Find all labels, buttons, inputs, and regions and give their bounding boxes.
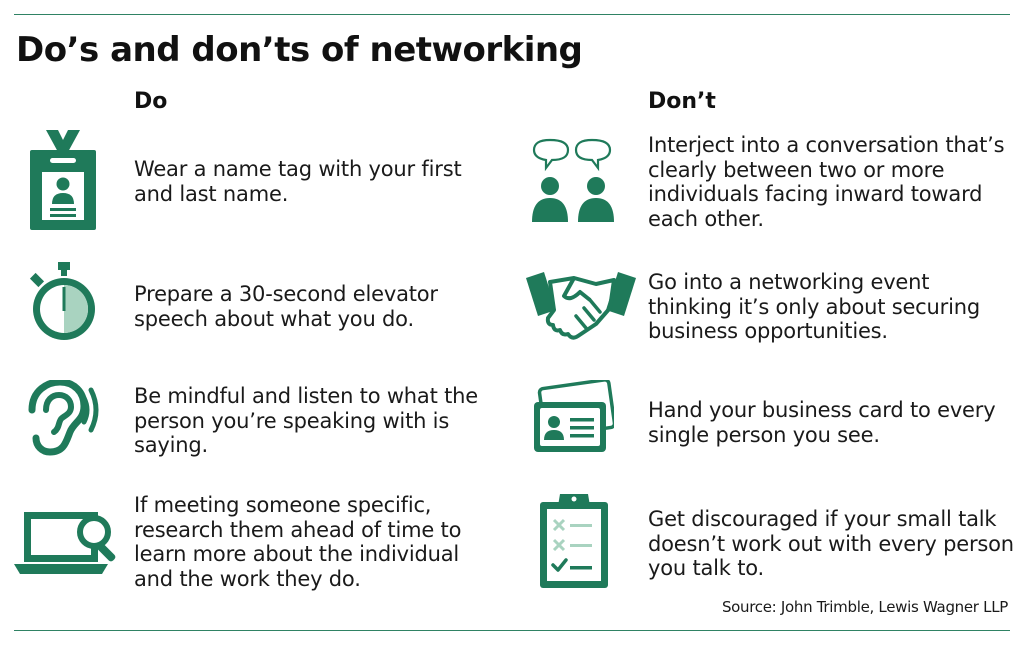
bottom-rule xyxy=(14,630,1010,631)
business-cards-icon xyxy=(530,380,614,458)
dont-item-1-text: Interject into a conversation that’s cle… xyxy=(648,133,1005,231)
dont-item-3-text: Hand your business card to every single … xyxy=(648,398,996,447)
name-badge-icon xyxy=(28,128,98,232)
source-credit: Source: John Trimble, Lewis Wagner LLP xyxy=(721,598,1008,616)
dont-column-heading: Don’t xyxy=(648,89,716,114)
top-rule xyxy=(14,14,1010,15)
two-people-chat-icon xyxy=(530,136,616,226)
do-column-heading: Do xyxy=(134,89,168,114)
do-item-3-text: Be mindful and listen to what the person… xyxy=(134,384,478,457)
ear-listening-icon xyxy=(24,380,104,456)
checklist-clipboard-icon xyxy=(536,492,612,590)
stopwatch-icon xyxy=(28,262,100,344)
do-item-1-text: Wear a name tag with your first and last… xyxy=(134,157,462,206)
dont-item-4-text: Get discouraged if your small talk doesn… xyxy=(648,507,1014,580)
handshake-icon xyxy=(526,270,636,344)
dont-item-2-text: Go into a networking event thinking it’s… xyxy=(648,270,980,343)
do-item-2-text: Prepare a 30-second elevator speech abou… xyxy=(134,282,438,331)
laptop-search-icon xyxy=(14,508,118,578)
do-item-4-text: If meeting someone specific, research th… xyxy=(134,493,462,591)
page-title: Do’s and don’ts of networking xyxy=(16,30,583,70)
